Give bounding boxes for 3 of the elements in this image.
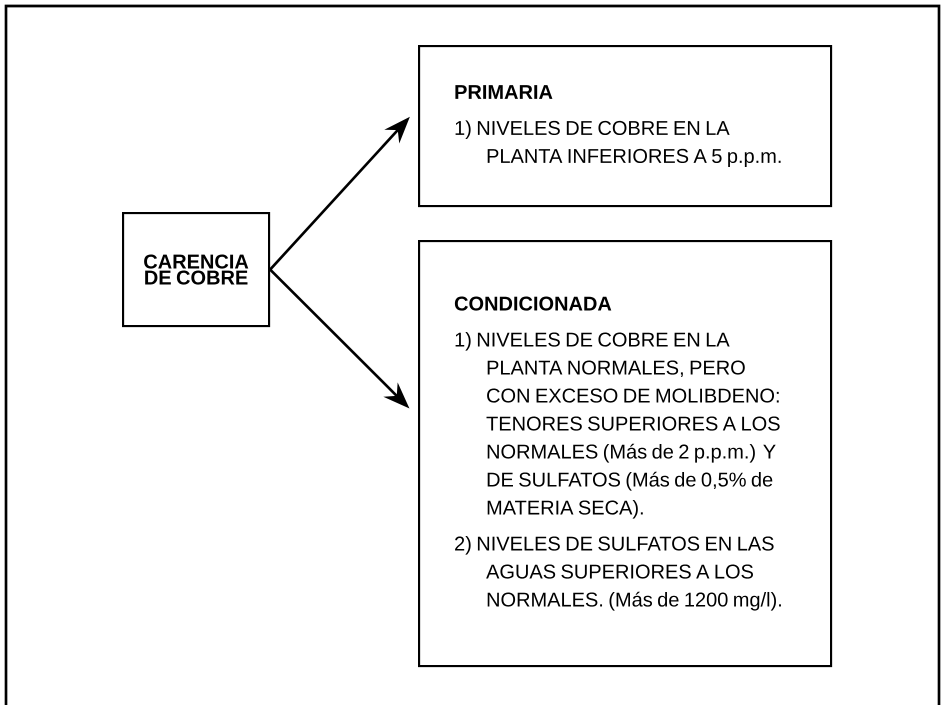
term-box: CARENCIA DE COBRE	[122, 212, 270, 328]
category-box: PRIMARIA 1) NIVELES DE COBRE EN LA PLANTA INFERIORES A 5 p.p.m.	[418, 45, 832, 208]
category-box: CONDICIONADA 1) NIVELES DE COBRE EN LA PLANTA NORMALES, PERO CON EXCESO DE MOLIBDENO: TENORES SUPERIORES A LOS NORMALES (Más de 2 p.p.m.) Y DE SULFATOS (Más de 0,5% de MATERIA SECA). 2) NIVELES DE SULFATOS EN LAS AGUAS SUPERIORES A LOS NORMALES. (Más de 1200 mg/l).	[418, 240, 832, 668]
